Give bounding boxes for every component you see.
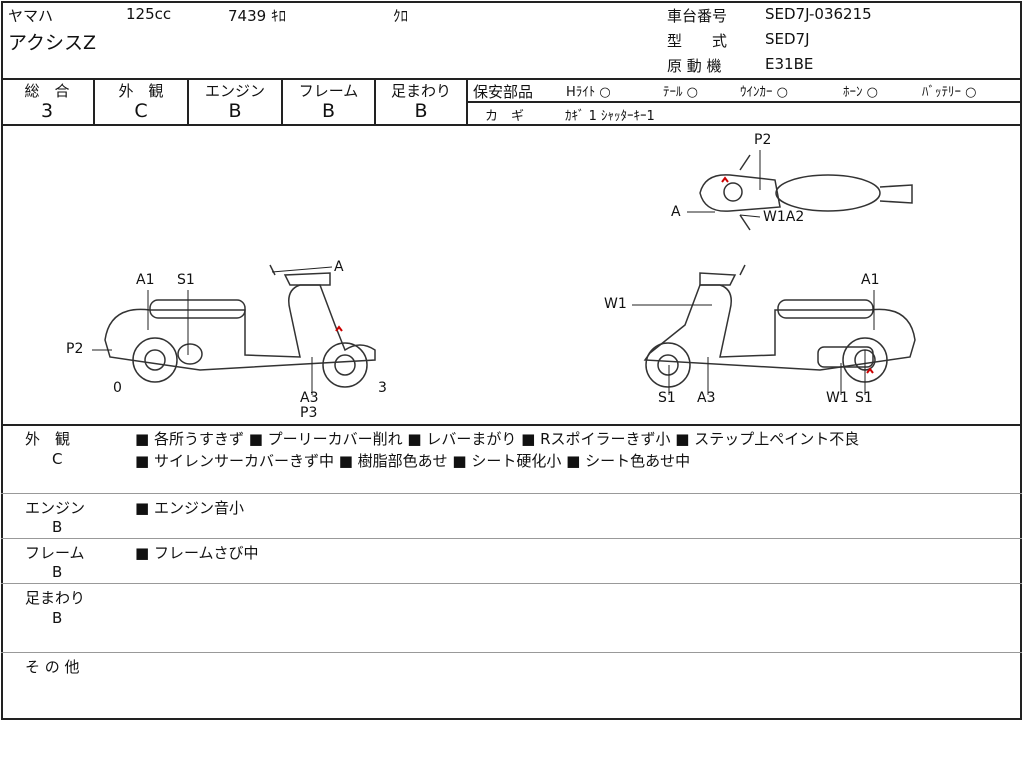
grade-total: 3 <box>40 100 54 122</box>
grade-total-label: 総 合 <box>24 82 70 100</box>
scooter-top-view <box>699 154 913 231</box>
type-label: 型 式 <box>667 32 728 50</box>
frame-no-label: 車台番号 <box>667 7 728 25</box>
diagram-label: 0 <box>113 380 122 396</box>
diagram-label: P2 <box>66 341 84 357</box>
note-other-label: そ の 他 <box>25 658 80 676</box>
grade-suspension: B <box>414 100 428 122</box>
scooter-left-side <box>104 264 376 388</box>
note-frame-label: フレーム <box>25 544 85 562</box>
grade-frame: B <box>321 100 336 122</box>
safety-label: 保安部品 <box>473 83 534 101</box>
grade-exterior-label: 外 観 <box>118 82 164 100</box>
frame-no: SED7J-036215 <box>765 5 872 23</box>
divider <box>1 78 1022 80</box>
safety-winker: ｳｲﾝｶｰ ○ <box>740 85 788 100</box>
diagram-label: A3 <box>697 390 716 406</box>
grade-frame-label: フレーム <box>298 82 359 100</box>
divider <box>1 124 1022 126</box>
scooter-right-side <box>643 264 916 388</box>
inspection-sheet <box>1 1 1022 720</box>
note-exterior-line: ■ サイレンサーカバーきず中 ■ 樹脂部色あせ ■ シート硬化小 ■ シート色あ… <box>135 452 691 470</box>
diagram-label: A3 <box>300 390 319 406</box>
mileage: 7439 ｷﾛ <box>228 7 286 25</box>
note-exterior-grade: C <box>52 450 63 468</box>
grade-engine: B <box>228 100 242 122</box>
diagram-label: 3 <box>378 380 387 396</box>
note-engine-label: エンジン <box>25 499 86 517</box>
damage-marks <box>335 176 874 374</box>
note-suspension-label: 足まわり <box>25 589 86 607</box>
note-exterior-line: ■ 各所うすきず ■ プーリーカバー削れ ■ レバーまがり ■ Rスポイラーきず… <box>135 430 860 448</box>
scooter-diagram <box>92 150 916 395</box>
type: SED7J <box>765 30 810 48</box>
note-frame-line: ■ フレームさび中 <box>135 544 259 562</box>
diagram-label: W1 <box>604 296 627 312</box>
diagram-label: A1 <box>861 272 880 288</box>
callout-lines <box>92 150 875 395</box>
note-suspension-grade: B <box>52 609 63 627</box>
diagram-label: S1 <box>658 390 676 406</box>
diagram-label: A <box>671 204 681 220</box>
diagram-label: P2 <box>754 132 772 148</box>
maker: ヤマハ <box>8 7 54 25</box>
grade-suspension-label: 足まわり <box>390 82 451 100</box>
grade-exterior: C <box>134 100 148 122</box>
note-engine-grade: B <box>52 518 63 536</box>
note-exterior-label: 外 観 <box>25 430 71 448</box>
model-name: アクシスZ <box>8 32 97 54</box>
diagram-label: A <box>334 259 344 275</box>
key-value: ｶｷﾞ 1 ｼｬｯﾀｰｷｰ1 <box>565 109 655 124</box>
diagram-label: W1A2 <box>763 209 805 225</box>
safety-tail: ﾃｰﾙ ○ <box>663 85 698 100</box>
engine-label: 原 動 機 <box>667 57 722 75</box>
diagram-label: S1 <box>177 272 195 288</box>
grade-engine-label: エンジン <box>204 82 265 100</box>
safety-battery: ﾊﾞｯﾃﾘｰ ○ <box>922 85 977 100</box>
safety-horn: ﾎｰﾝ ○ <box>843 85 878 100</box>
note-frame-grade: B <box>52 563 63 581</box>
diagram-label: W1 <box>826 390 849 406</box>
key-label: カ ギ <box>485 109 525 124</box>
diagram-label: S1 <box>855 390 873 406</box>
displacement: 125cc <box>126 5 172 23</box>
engine: E31BE <box>765 55 814 73</box>
safety-headlight: Hﾗｲﾄ ○ <box>566 85 611 100</box>
color: ｸﾛ <box>393 7 409 25</box>
diagram-label: A1 <box>136 272 155 288</box>
note-engine-line: ■ エンジン音小 <box>135 499 244 517</box>
diagram-label: P3 <box>300 405 318 421</box>
